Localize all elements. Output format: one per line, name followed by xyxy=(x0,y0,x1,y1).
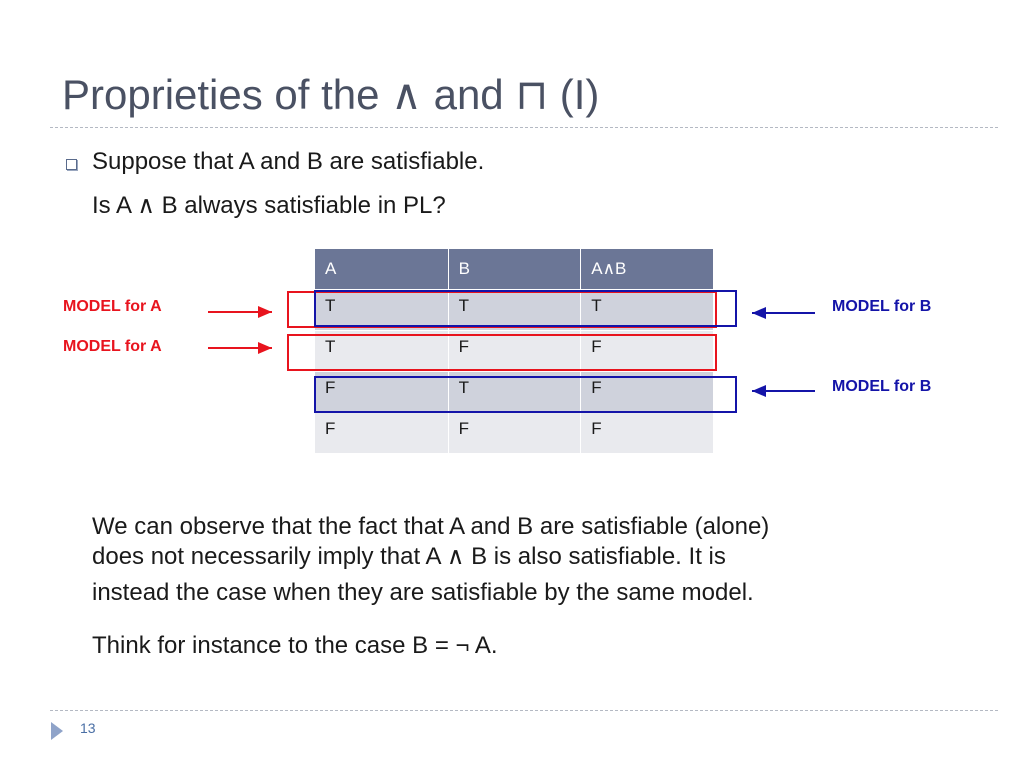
table-row: F F F xyxy=(314,412,714,454)
header-cell-b: B xyxy=(447,248,582,290)
model-a-highlight-row2 xyxy=(287,334,717,371)
observation-line3: instead the case when they are satisfiab… xyxy=(92,579,754,606)
page-number: 13 xyxy=(80,720,96,736)
bullet-text-line1: Suppose that A and B are satisfiable. xyxy=(92,148,485,175)
observation-paragraph: We can observe that the fact that A and … xyxy=(92,512,972,608)
model-a-label-1: MODEL for A xyxy=(63,298,162,315)
table-cell: F xyxy=(580,371,714,413)
slide-title: Proprieties of the ∧ and ⊓ (I) xyxy=(62,71,600,118)
model-b-label-2: MODEL for B xyxy=(832,378,932,395)
model-b-highlight-row1 xyxy=(314,290,737,327)
table-row: T F F xyxy=(314,330,714,372)
header-cell-a: A xyxy=(314,248,449,290)
table-header-row: A B A∧B xyxy=(314,248,714,290)
hollow-square-bullet-icon xyxy=(66,159,77,170)
title-divider xyxy=(50,127,998,128)
table-cell: T xyxy=(314,289,449,331)
observation-line2: does not necessarily imply that A ∧ B is… xyxy=(92,543,726,570)
observation-line1: We can observe that the fact that A and … xyxy=(92,513,770,540)
table-cell: F xyxy=(314,412,449,454)
table-cell: T xyxy=(447,371,582,413)
think-text: Think for instance to the case B = ¬ A. xyxy=(92,632,498,659)
table-cell: F xyxy=(447,330,582,372)
table-cell: F xyxy=(580,330,714,372)
table-row: F T F xyxy=(314,371,714,413)
triangle-right-icon[interactable] xyxy=(50,721,64,741)
table-cell: T xyxy=(314,330,449,372)
footer-divider xyxy=(50,710,998,711)
model-b-label-1: MODEL for B xyxy=(832,298,932,315)
model-b-highlight-row3 xyxy=(314,376,737,413)
model-a-highlight-row1 xyxy=(287,291,717,328)
table-cell: F xyxy=(314,371,449,413)
table-cell: T xyxy=(580,289,714,331)
table-cell: F xyxy=(580,412,714,454)
bullet-text-line2: Is A ∧ B always satisfiable in PL? xyxy=(92,192,446,219)
model-a-label-2: MODEL for A xyxy=(63,338,162,355)
table-cell: F xyxy=(447,412,582,454)
truth-table: A B A∧B T T T T F F F T F F F F xyxy=(314,248,714,454)
